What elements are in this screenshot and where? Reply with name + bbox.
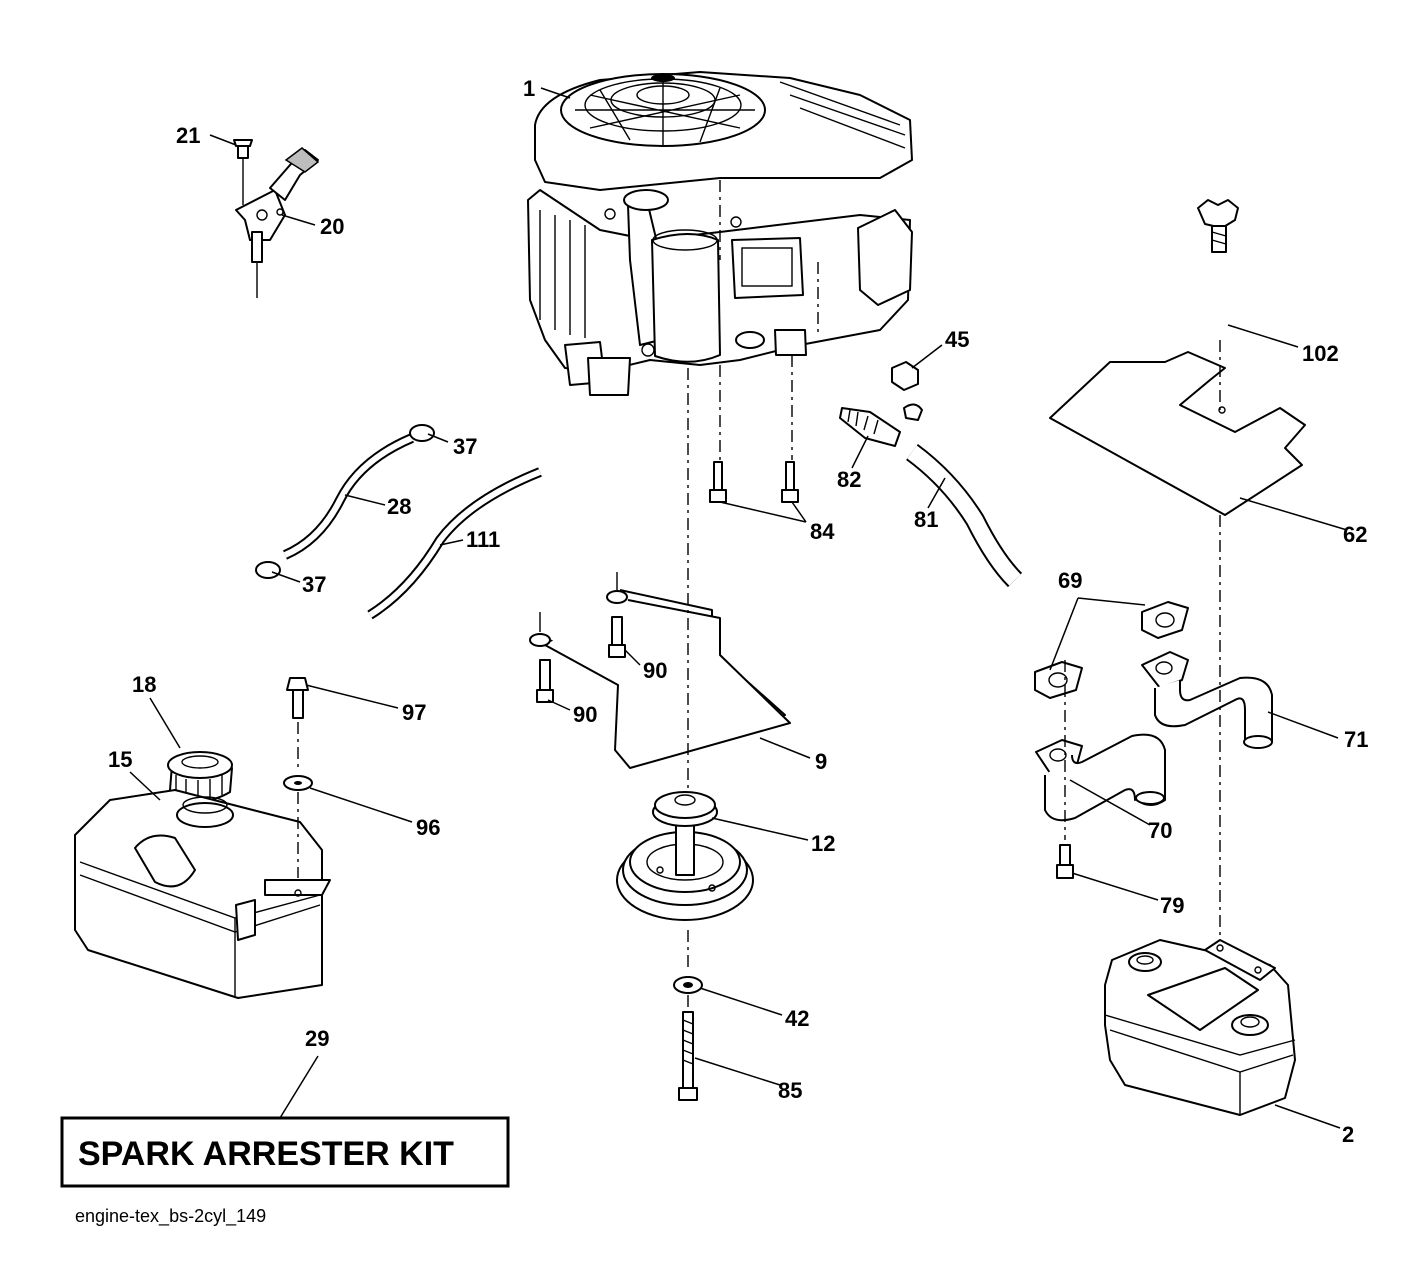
washer-bolt-parts xyxy=(673,976,703,1101)
callout-79: 79 xyxy=(1160,893,1184,918)
callout-62: 62 xyxy=(1343,522,1367,547)
fuel-tank-part xyxy=(74,789,331,999)
pulley-part xyxy=(616,791,754,921)
callout-111: 111 xyxy=(466,527,500,552)
diagram-reference-id: engine-tex_bs-2cyl_149 xyxy=(75,1206,266,1227)
callout-18: 18 xyxy=(132,672,156,697)
callout-90-lower: 90 xyxy=(573,702,597,727)
throttle-control-part xyxy=(233,139,320,298)
muffler-part xyxy=(1104,939,1296,1116)
kit-box-label: SPARK ARRESTER KIT xyxy=(78,1135,454,1173)
callout-84: 84 xyxy=(810,519,835,544)
callout-15: 15 xyxy=(108,747,132,772)
callout-81: 81 xyxy=(914,507,938,532)
callout-85: 85 xyxy=(778,1078,802,1103)
leader-lines xyxy=(129,87,1348,1129)
heat-shield-part xyxy=(1049,199,1306,516)
bolt-parts-84 xyxy=(709,355,799,503)
fuel-hose-parts xyxy=(255,424,542,620)
fuel-cap-part xyxy=(167,751,233,802)
callout-1: 1 xyxy=(523,76,535,101)
gasket-parts xyxy=(1034,601,1189,699)
callout-42: 42 xyxy=(785,1006,809,1031)
callout-69: 69 xyxy=(1058,568,1082,593)
callout-102: 102 xyxy=(1302,341,1339,366)
callout-37-lower: 37 xyxy=(302,572,326,597)
callout-20: 20 xyxy=(320,214,344,239)
belt-guide-part xyxy=(529,572,791,769)
callout-2: 2 xyxy=(1342,1122,1354,1147)
callout-labels: 1 21 20 45 102 37 28 111 37 82 84 81 62 … xyxy=(108,76,1368,1147)
callout-97: 97 xyxy=(402,700,426,725)
bolt-part-79 xyxy=(1056,844,1074,879)
fuel-fitting-part xyxy=(839,403,1023,588)
callout-71: 71 xyxy=(1344,727,1368,752)
callout-21: 21 xyxy=(176,123,200,148)
callout-37-upper: 37 xyxy=(453,434,477,459)
callout-12: 12 xyxy=(811,831,835,856)
callout-45: 45 xyxy=(945,327,969,352)
callout-29: 29 xyxy=(305,1026,329,1051)
kit-box xyxy=(60,1116,510,1188)
screw-washer-parts xyxy=(283,677,313,878)
callout-82: 82 xyxy=(837,467,861,492)
engine-part xyxy=(527,71,913,396)
callout-9: 9 xyxy=(815,749,827,774)
callout-90-upper: 90 xyxy=(643,658,667,683)
nut-part xyxy=(891,361,919,391)
callout-70: 70 xyxy=(1148,818,1172,843)
exhaust-pipe-parts xyxy=(1035,515,1273,940)
callout-28: 28 xyxy=(387,494,411,519)
callout-96: 96 xyxy=(416,815,440,840)
